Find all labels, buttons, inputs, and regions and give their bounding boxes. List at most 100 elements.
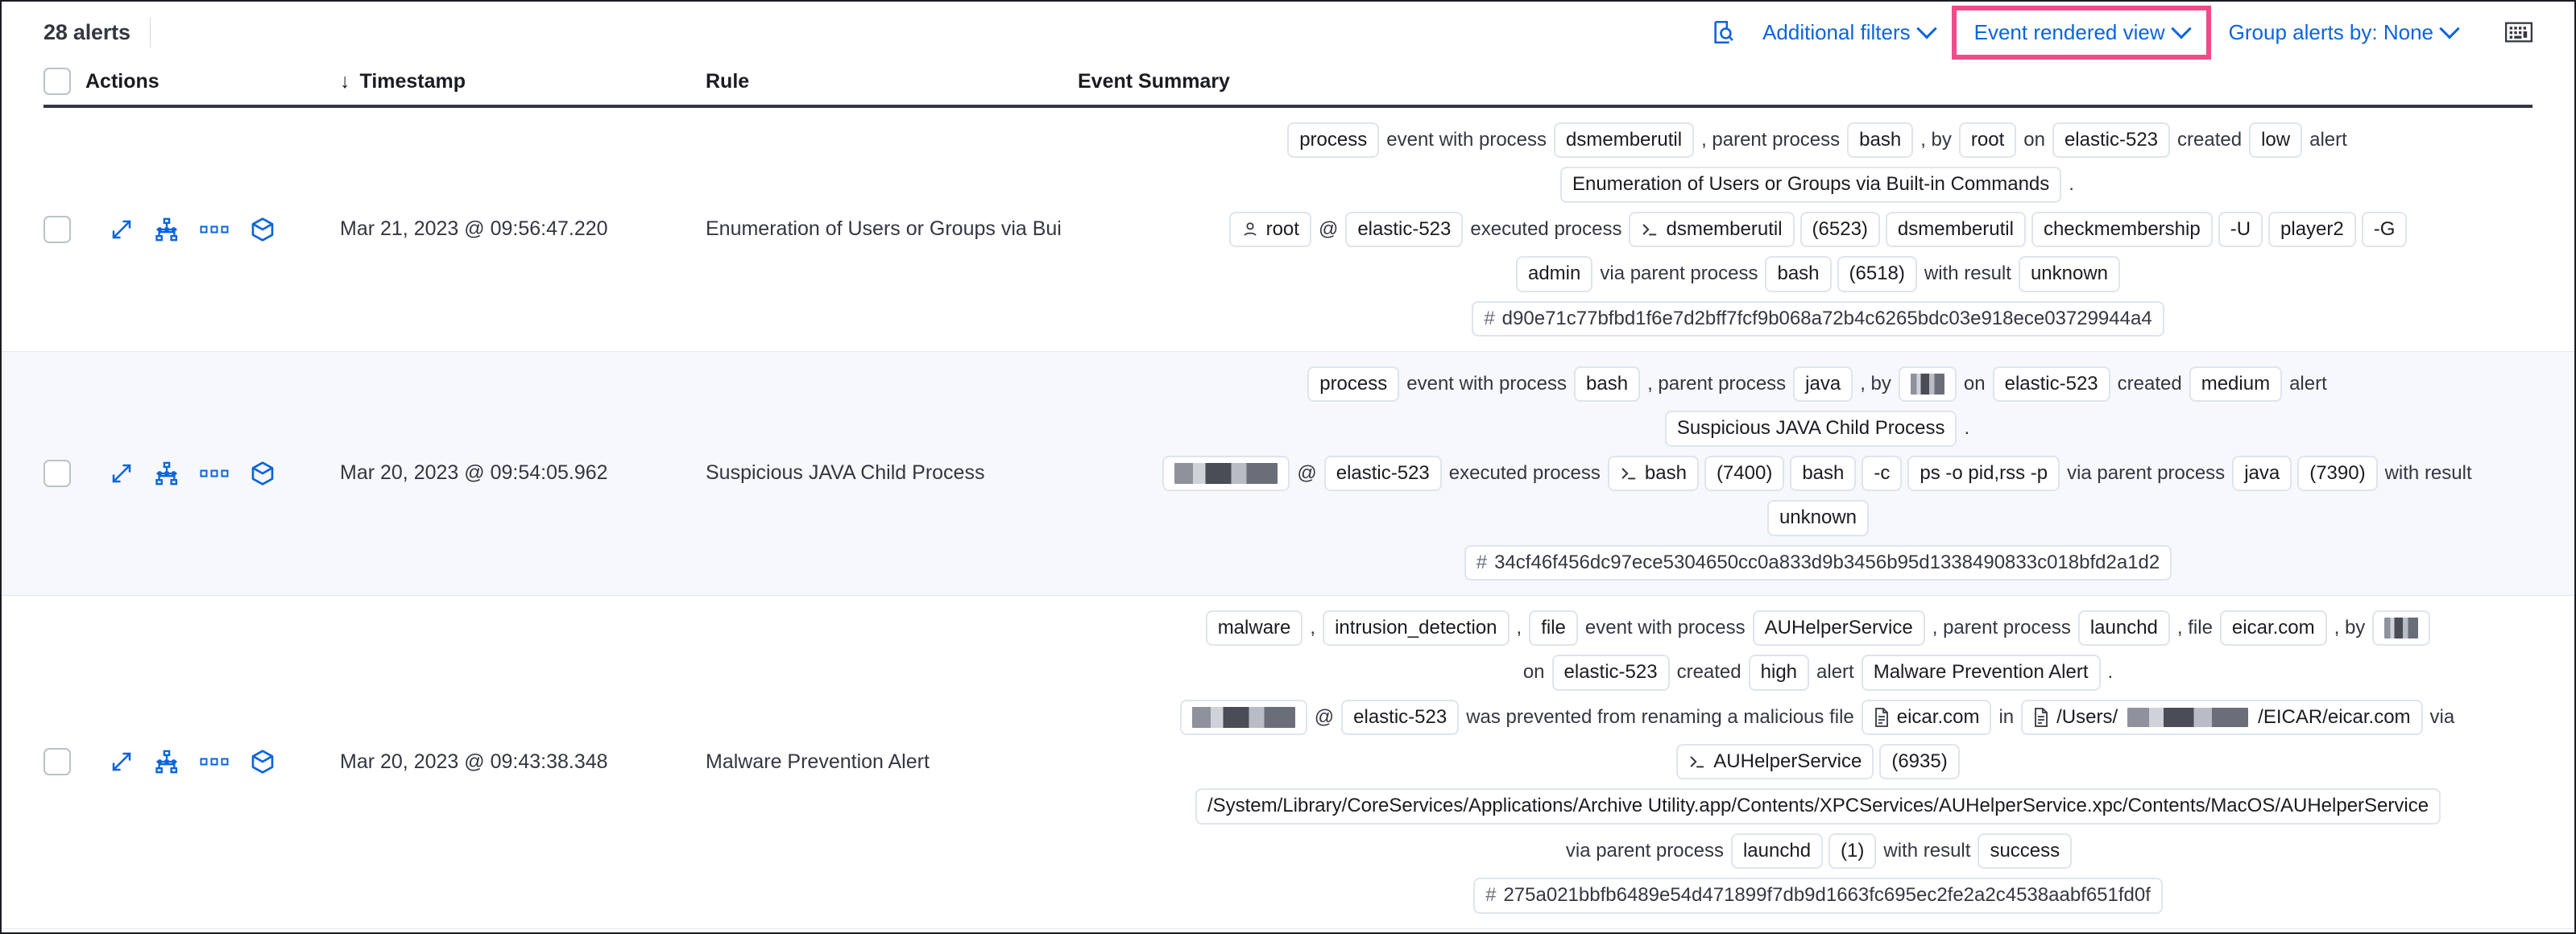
file-icon bbox=[2033, 707, 2049, 727]
summary-chip[interactable] bbox=[1179, 699, 1307, 735]
expand-details-icon[interactable] bbox=[110, 461, 134, 486]
row-select-checkbox[interactable] bbox=[43, 215, 71, 243]
more-actions-icon[interactable] bbox=[200, 467, 229, 480]
event-hash-chip[interactable]: #d90e71c77bfbd1f6e7d2bff7fcf9b068a72b4c6… bbox=[1472, 300, 2164, 337]
expand-details-icon[interactable] bbox=[110, 750, 134, 774]
row-select-checkbox[interactable] bbox=[43, 459, 71, 487]
summary-chip[interactable]: elastic-523 bbox=[1551, 655, 1670, 691]
summary-chip[interactable]: -G bbox=[2361, 211, 2408, 248]
summary-chip[interactable] bbox=[2372, 610, 2431, 647]
summary-chip[interactable]: medium bbox=[2189, 366, 2283, 403]
summary-chip[interactable]: launchd bbox=[1730, 833, 1824, 870]
group-alerts-by-button[interactable]: Group alerts by: None bbox=[2216, 12, 2470, 53]
summary-chip[interactable]: high bbox=[1748, 655, 1810, 691]
summary-chip[interactable]: unknown bbox=[1766, 500, 1870, 536]
summary-chip[interactable]: success bbox=[1978, 833, 2073, 870]
summary-chip[interactable]: Malware Prevention Alert bbox=[1861, 655, 2101, 691]
summary-chip[interactable]: root bbox=[1228, 211, 1311, 248]
select-all-checkbox[interactable] bbox=[43, 68, 71, 95]
summary-chip[interactable]: java bbox=[2232, 455, 2292, 492]
summary-chip[interactable]: Enumeration of Users or Groups via Built… bbox=[1560, 167, 2062, 203]
summary-chip[interactable] bbox=[1162, 455, 1290, 491]
summary-chip[interactable]: eicar.com bbox=[1861, 699, 1992, 736]
summary-chip[interactable]: checkmembership bbox=[2031, 211, 2213, 248]
session-view-icon[interactable] bbox=[250, 217, 275, 242]
more-actions-icon[interactable] bbox=[200, 755, 229, 768]
header-timestamp[interactable]: ↓Timestamp bbox=[340, 70, 706, 93]
event-hash-chip[interactable]: #275a021bbfb6489e54d471899f7db9d1663fc69… bbox=[1473, 878, 2163, 914]
analyze-event-icon[interactable] bbox=[155, 750, 179, 774]
analyze-event-icon[interactable] bbox=[155, 217, 179, 242]
summary-chip[interactable]: bash bbox=[1607, 455, 1699, 492]
analyze-event-icon[interactable] bbox=[155, 461, 179, 486]
session-view-icon[interactable] bbox=[250, 461, 275, 486]
chip-label: -c bbox=[1874, 461, 1891, 484]
summary-chip[interactable]: elastic-523 bbox=[2052, 122, 2171, 159]
summary-chip[interactable]: (7390) bbox=[2297, 455, 2378, 492]
summary-chip[interactable]: bash bbox=[1847, 122, 1914, 159]
event-hash-chip[interactable]: #34cf46f456dc97ece5304650cc0a833d9b3456b… bbox=[1464, 544, 2172, 581]
header-rule[interactable]: Rule bbox=[706, 69, 750, 93]
summary-chip[interactable]: dsmemberutil bbox=[1554, 122, 1695, 159]
event-summary-line: #275a021bbfb6489e54d471899f7db9d1663fc69… bbox=[1473, 878, 2163, 914]
row-rule-name[interactable]: Enumeration of Users or Groups via Bui bbox=[706, 217, 1062, 241]
summary-chip[interactable]: root bbox=[1958, 122, 2017, 159]
summary-chip[interactable]: admin bbox=[1515, 256, 1593, 292]
summary-chip[interactable]: bash bbox=[1790, 455, 1857, 492]
summary-chip[interactable]: /Users//EICAR/eicar.com bbox=[2021, 699, 2423, 736]
summary-chip[interactable]: -U bbox=[2218, 211, 2263, 248]
inspect-search-icon[interactable] bbox=[1700, 10, 1750, 54]
summary-chip[interactable]: elastic-523 bbox=[1345, 211, 1464, 248]
summary-chip[interactable]: dsmemberutil bbox=[1629, 211, 1795, 248]
summary-chip[interactable]: low bbox=[2249, 122, 2303, 159]
summary-chip[interactable]: elastic-523 bbox=[1992, 366, 2110, 403]
summary-chip[interactable]: /System/Library/CoreServices/Application… bbox=[1195, 788, 2441, 824]
summary-chip[interactable]: (7400) bbox=[1704, 455, 1785, 492]
summary-chip[interactable]: AUHelperService bbox=[1752, 610, 1925, 647]
summary-chip[interactable]: bash bbox=[1574, 366, 1641, 403]
summary-chip[interactable]: elastic-523 bbox=[1323, 455, 1442, 492]
summary-chip[interactable]: intrusion_detection bbox=[1323, 610, 1510, 647]
more-actions-icon[interactable] bbox=[200, 223, 229, 236]
summary-chip[interactable]: process bbox=[1307, 366, 1400, 403]
summary-chip[interactable]: process bbox=[1287, 122, 1380, 159]
summary-chip[interactable]: (6935) bbox=[1879, 744, 1960, 780]
summary-chip[interactable]: -c bbox=[1862, 455, 1903, 492]
summary-chip[interactable]: (1) bbox=[1828, 833, 1877, 870]
summary-chip[interactable]: malware bbox=[1205, 610, 1303, 647]
chip-label: java bbox=[2244, 461, 2280, 484]
summary-chip[interactable]: (6518) bbox=[1837, 256, 1917, 292]
summary-chip[interactable]: java bbox=[1793, 366, 1853, 403]
header-event-summary[interactable]: Event Summary bbox=[1078, 69, 1230, 93]
row-rule-name[interactable]: Malware Prevention Alert bbox=[706, 750, 930, 773]
summary-chip[interactable]: bash bbox=[1765, 256, 1832, 292]
session-view-icon[interactable] bbox=[250, 749, 275, 775]
summary-chip[interactable]: dsmemberutil bbox=[1885, 211, 2026, 248]
summary-chip[interactable]: elastic-523 bbox=[1341, 699, 1460, 736]
expand-details-icon[interactable] bbox=[110, 217, 134, 242]
summary-chip[interactable]: Suspicious JAVA Child Process bbox=[1664, 411, 1957, 447]
keyboard-shortcut-icon[interactable] bbox=[2494, 13, 2544, 52]
row-select-checkbox[interactable] bbox=[43, 748, 71, 776]
row-rule-name[interactable]: Suspicious JAVA Child Process bbox=[706, 461, 985, 485]
summary-chip[interactable]: unknown bbox=[2018, 256, 2121, 292]
chip-label: dsmemberutil bbox=[1897, 217, 2014, 240]
summary-chip[interactable]: (6523) bbox=[1799, 211, 1880, 248]
summary-chip[interactable]: file bbox=[1529, 610, 1578, 647]
summary-chip[interactable]: ps -o pid,rss -p bbox=[1907, 455, 2060, 492]
summary-chip[interactable]: player2 bbox=[2268, 211, 2356, 248]
additional-filters-button[interactable]: Additional filters bbox=[1750, 12, 1947, 53]
chip-label: unknown bbox=[2030, 262, 2109, 285]
summary-chip[interactable]: launchd bbox=[2077, 610, 2170, 647]
header-actions: Actions bbox=[85, 69, 159, 93]
summary-chip[interactable]: AUHelperService bbox=[1676, 744, 1874, 780]
chip-label: player2 bbox=[2280, 217, 2344, 240]
event-rendered-view-highlight: Event rendered view bbox=[1951, 5, 2211, 60]
summary-chip[interactable]: eicar.com bbox=[2219, 610, 2327, 647]
event-rendered-view-button[interactable]: Event rendered view bbox=[1961, 12, 2201, 53]
summary-chip[interactable] bbox=[1898, 366, 1957, 403]
